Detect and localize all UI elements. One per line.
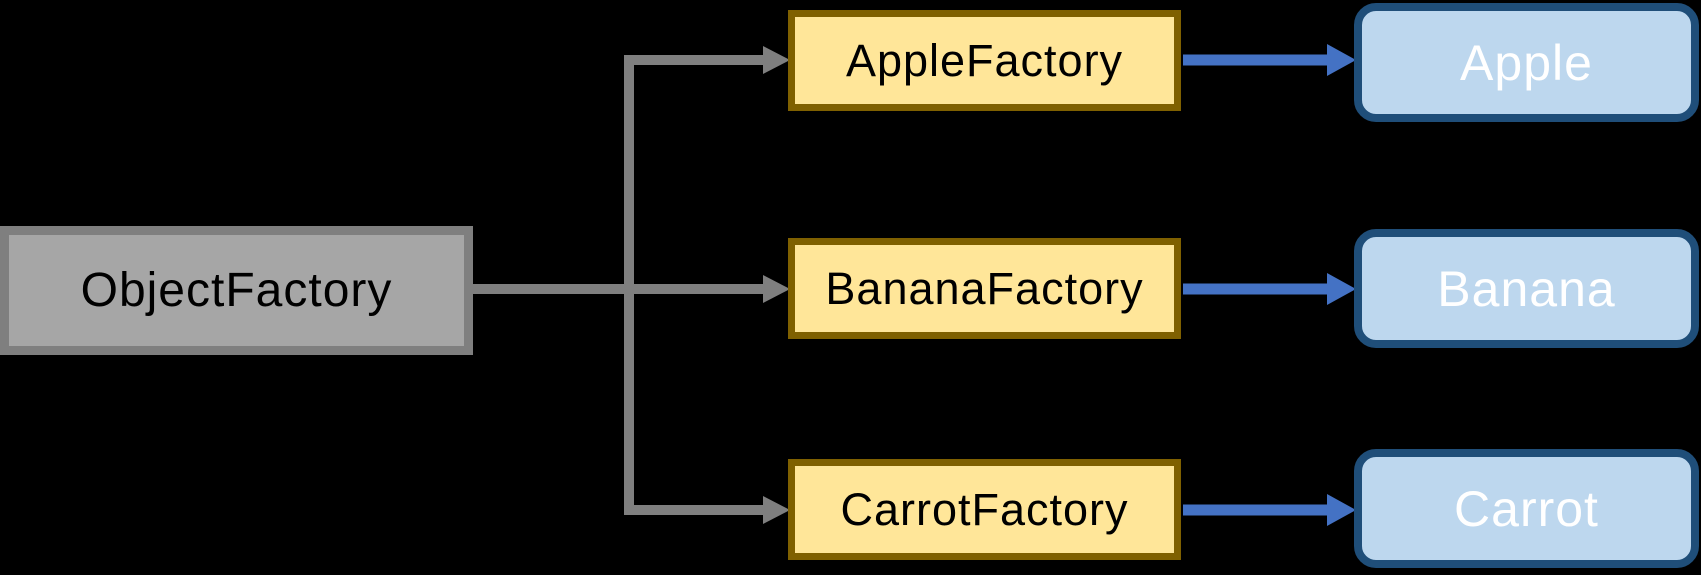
node-banana: Banana [1354, 229, 1699, 348]
blue-product-arrows [1183, 44, 1356, 526]
arrowhead-bananafactory [763, 275, 790, 303]
arrowhead-carrot [1327, 494, 1356, 526]
node-applefactory: AppleFactory [788, 10, 1181, 111]
arrowhead-banana [1327, 273, 1356, 305]
node-bananafactory-label: BananaFactory [825, 262, 1144, 314]
node-banana-label: Banana [1437, 260, 1616, 317]
arrowhead-apple [1327, 44, 1356, 76]
arrowhead-applefactory [763, 46, 790, 74]
node-carrot-label: Carrot [1454, 480, 1599, 537]
gray-branch-connectors [473, 46, 790, 524]
node-carrotfactory-label: CarrotFactory [840, 483, 1129, 535]
node-objectfactory: ObjectFactory [0, 226, 473, 355]
node-carrot: Carrot [1354, 449, 1699, 568]
node-carrotfactory: CarrotFactory [788, 459, 1181, 560]
node-apple-label: Apple [1460, 34, 1593, 91]
node-applefactory-label: AppleFactory [845, 34, 1124, 86]
node-apple: Apple [1354, 3, 1699, 122]
node-bananafactory: BananaFactory [788, 238, 1181, 339]
arrowhead-carrotfactory [763, 496, 790, 524]
node-objectfactory-label: ObjectFactory [80, 264, 393, 317]
